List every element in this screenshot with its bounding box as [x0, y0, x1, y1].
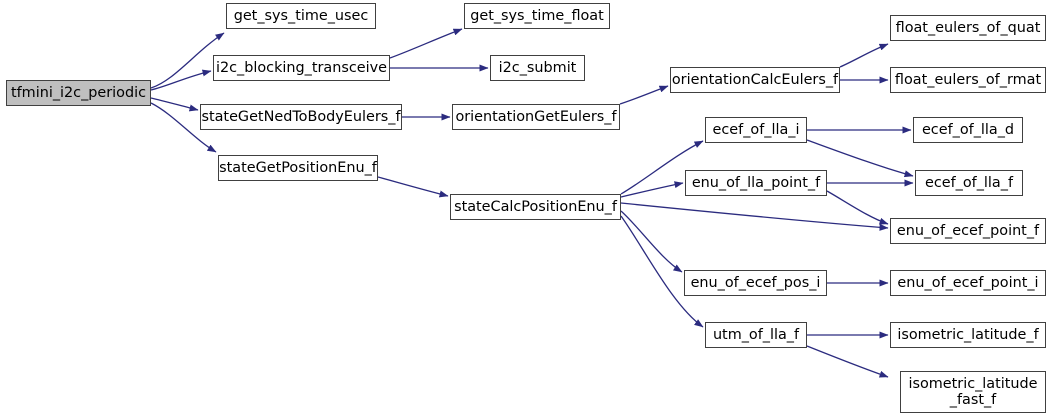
edge-stateCalcPositionEnu_f-to-enu_of_lla_point_f [620, 181, 684, 198]
node-utm_of_lla_f[interactable]: utm_of_lla_f [705, 322, 807, 348]
node-label: orientationCalcEulers_f [671, 71, 839, 88]
node-label: float_eulers_of_quat [895, 19, 1041, 36]
node-label: stateGetNedToBodyEulers_f [201, 108, 401, 125]
edge-stateGetPositionEnu_f-to-stateCalcPositionEnu_f [377, 176, 449, 198]
node-label: get_sys_time_usec [233, 7, 369, 24]
node-label: ecef_of_lla_i [712, 121, 800, 138]
node-stateGetNedToBodyEulers_f[interactable]: stateGetNedToBodyEulers_f [200, 104, 402, 130]
node-label: get_sys_time_float [470, 7, 604, 24]
node-isometric_latitude_f[interactable]: isometric_latitude_f [890, 322, 1046, 348]
node-stateCalcPositionEnu_f[interactable]: stateCalcPositionEnu_f [450, 194, 621, 220]
node-label: stateGetPositionEnu_f [219, 159, 377, 176]
edge-orientationCalcEulers_f-to-float_eulers_of_quat [839, 43, 889, 68]
edge-tfmini_i2c_periodic-to-i2c_blocking_transceive [150, 69, 212, 91]
node-label: enu_of_ecef_point_i [897, 274, 1039, 291]
node-label: stateCalcPositionEnu_f [454, 198, 617, 215]
edge-tfmini_i2c_periodic-to-stateGetNedToBodyEulers_f [150, 97, 199, 112]
node-label: ecef_of_lla_d [921, 121, 1015, 138]
edge-stateCalcPositionEnu_f-to-enu_of_ecef_pos_i [620, 210, 683, 273]
node-ecef_of_lla_d[interactable]: ecef_of_lla_d [913, 117, 1023, 143]
node-float_eulers_of_quat[interactable]: float_eulers_of_quat [890, 15, 1046, 41]
node-tfmini_i2c_periodic[interactable]: tfmini_i2c_periodic [6, 80, 151, 106]
node-label: float_eulers_of_rmat [894, 71, 1042, 88]
node-orientationCalcEulers_f[interactable]: orientationCalcEulers_f [670, 67, 840, 93]
node-label: i2c_submit [498, 59, 577, 76]
node-enu_of_ecef_point_i[interactable]: enu_of_ecef_point_i [890, 270, 1046, 296]
edge-enu_of_lla_point_f-to-enu_of_ecef_point_f [826, 190, 889, 225]
edge-orientationGetEulers_f-to-orientationCalcEulers_f [619, 85, 669, 105]
node-label: isometric_latitude _fast_f [908, 375, 1038, 408]
node-label: ecef_of_lla_f [924, 174, 1014, 191]
node-enu_of_ecef_point_f[interactable]: enu_of_ecef_point_f [890, 218, 1046, 244]
node-ecef_of_lla_f[interactable]: ecef_of_lla_f [915, 170, 1023, 196]
node-isometric_latitude_fast_f[interactable]: isometric_latitude _fast_f [900, 371, 1046, 413]
node-label: i2c_blocking_transceive [215, 59, 388, 76]
node-label: tfmini_i2c_periodic [10, 84, 147, 101]
node-get_sys_time_float[interactable]: get_sys_time_float [464, 3, 610, 29]
edge-i2c_blocking_transceive-to-get_sys_time_float [389, 28, 463, 59]
node-label: orientationGetEulers_f [455, 108, 617, 125]
node-label: isometric_latitude_f [897, 326, 1039, 343]
node-orientationGetEulers_f[interactable]: orientationGetEulers_f [452, 104, 620, 130]
node-enu_of_ecef_pos_i[interactable]: enu_of_ecef_pos_i [684, 270, 827, 296]
node-float_eulers_of_rmat[interactable]: float_eulers_of_rmat [890, 67, 1046, 93]
node-label: utm_of_lla_f [712, 326, 800, 343]
node-ecef_of_lla_i[interactable]: ecef_of_lla_i [705, 117, 807, 143]
node-i2c_blocking_transceive[interactable]: i2c_blocking_transceive [213, 55, 390, 81]
node-get_sys_time_usec[interactable]: get_sys_time_usec [226, 3, 376, 29]
edge-stateCalcPositionEnu_f-to-enu_of_ecef_point_f [620, 202, 889, 231]
node-enu_of_lla_point_f[interactable]: enu_of_lla_point_f [685, 170, 827, 196]
edge-utm_of_lla_f-to-isometric_latitude_fast_f [806, 345, 889, 378]
node-label: enu_of_ecef_pos_i [690, 274, 821, 291]
node-stateGetPositionEnu_f[interactable]: stateGetPositionEnu_f [218, 155, 378, 181]
node-label: enu_of_lla_point_f [691, 174, 821, 191]
node-label: enu_of_ecef_point_f [896, 222, 1040, 239]
node-i2c_submit[interactable]: i2c_submit [490, 55, 585, 81]
